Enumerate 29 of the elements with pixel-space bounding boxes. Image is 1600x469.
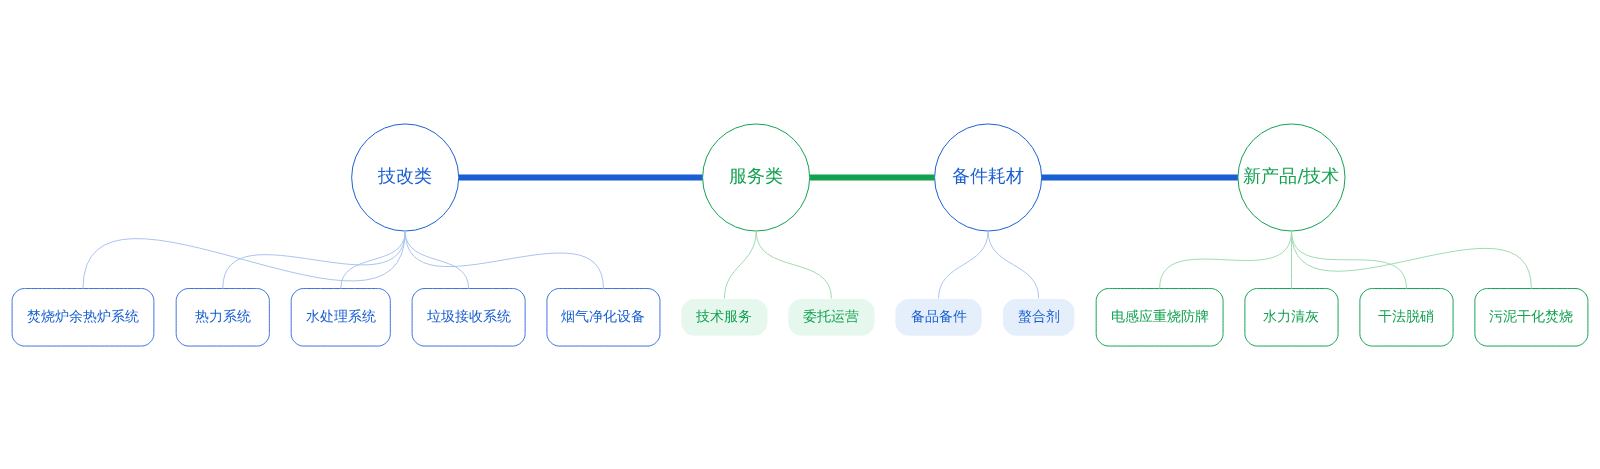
node-box: 垃圾接收系统: [411, 287, 526, 347]
node-box: 烟气净化设备: [546, 287, 661, 347]
node-circle: 服务类: [702, 122, 811, 232]
node-box: 焚烧炉余热炉系统: [11, 287, 155, 347]
node-box: 水力清灰: [1244, 287, 1339, 347]
node-box: 螯合剂: [1003, 298, 1075, 336]
connector: [1291, 230, 1532, 289]
node-box: 干法脱硝: [1359, 287, 1454, 347]
node-box: 热力系统: [175, 287, 270, 347]
connector: [987, 230, 1040, 299]
connector: [755, 230, 832, 299]
node-circle: 技改类: [351, 122, 460, 232]
connector: [404, 230, 604, 289]
node-box: 电感应重烧防牌: [1095, 287, 1224, 347]
node-circle: 新产品/技术: [1237, 122, 1346, 232]
connector: [723, 230, 757, 299]
connector: [810, 174, 935, 180]
node-box: 备品备件: [895, 298, 982, 336]
connector: [82, 230, 406, 289]
connector: [1041, 174, 1238, 180]
connector: [340, 230, 406, 289]
connector: [459, 174, 703, 180]
node-circle: 备件耗材: [934, 122, 1043, 232]
node-box: 委托运营: [788, 298, 875, 336]
node-box: 污泥干化焚烧: [1474, 287, 1589, 347]
node-box: 水处理系统: [290, 287, 391, 347]
node-box: 技术服务: [681, 298, 768, 336]
connector: [938, 230, 989, 299]
connector: [222, 230, 406, 289]
